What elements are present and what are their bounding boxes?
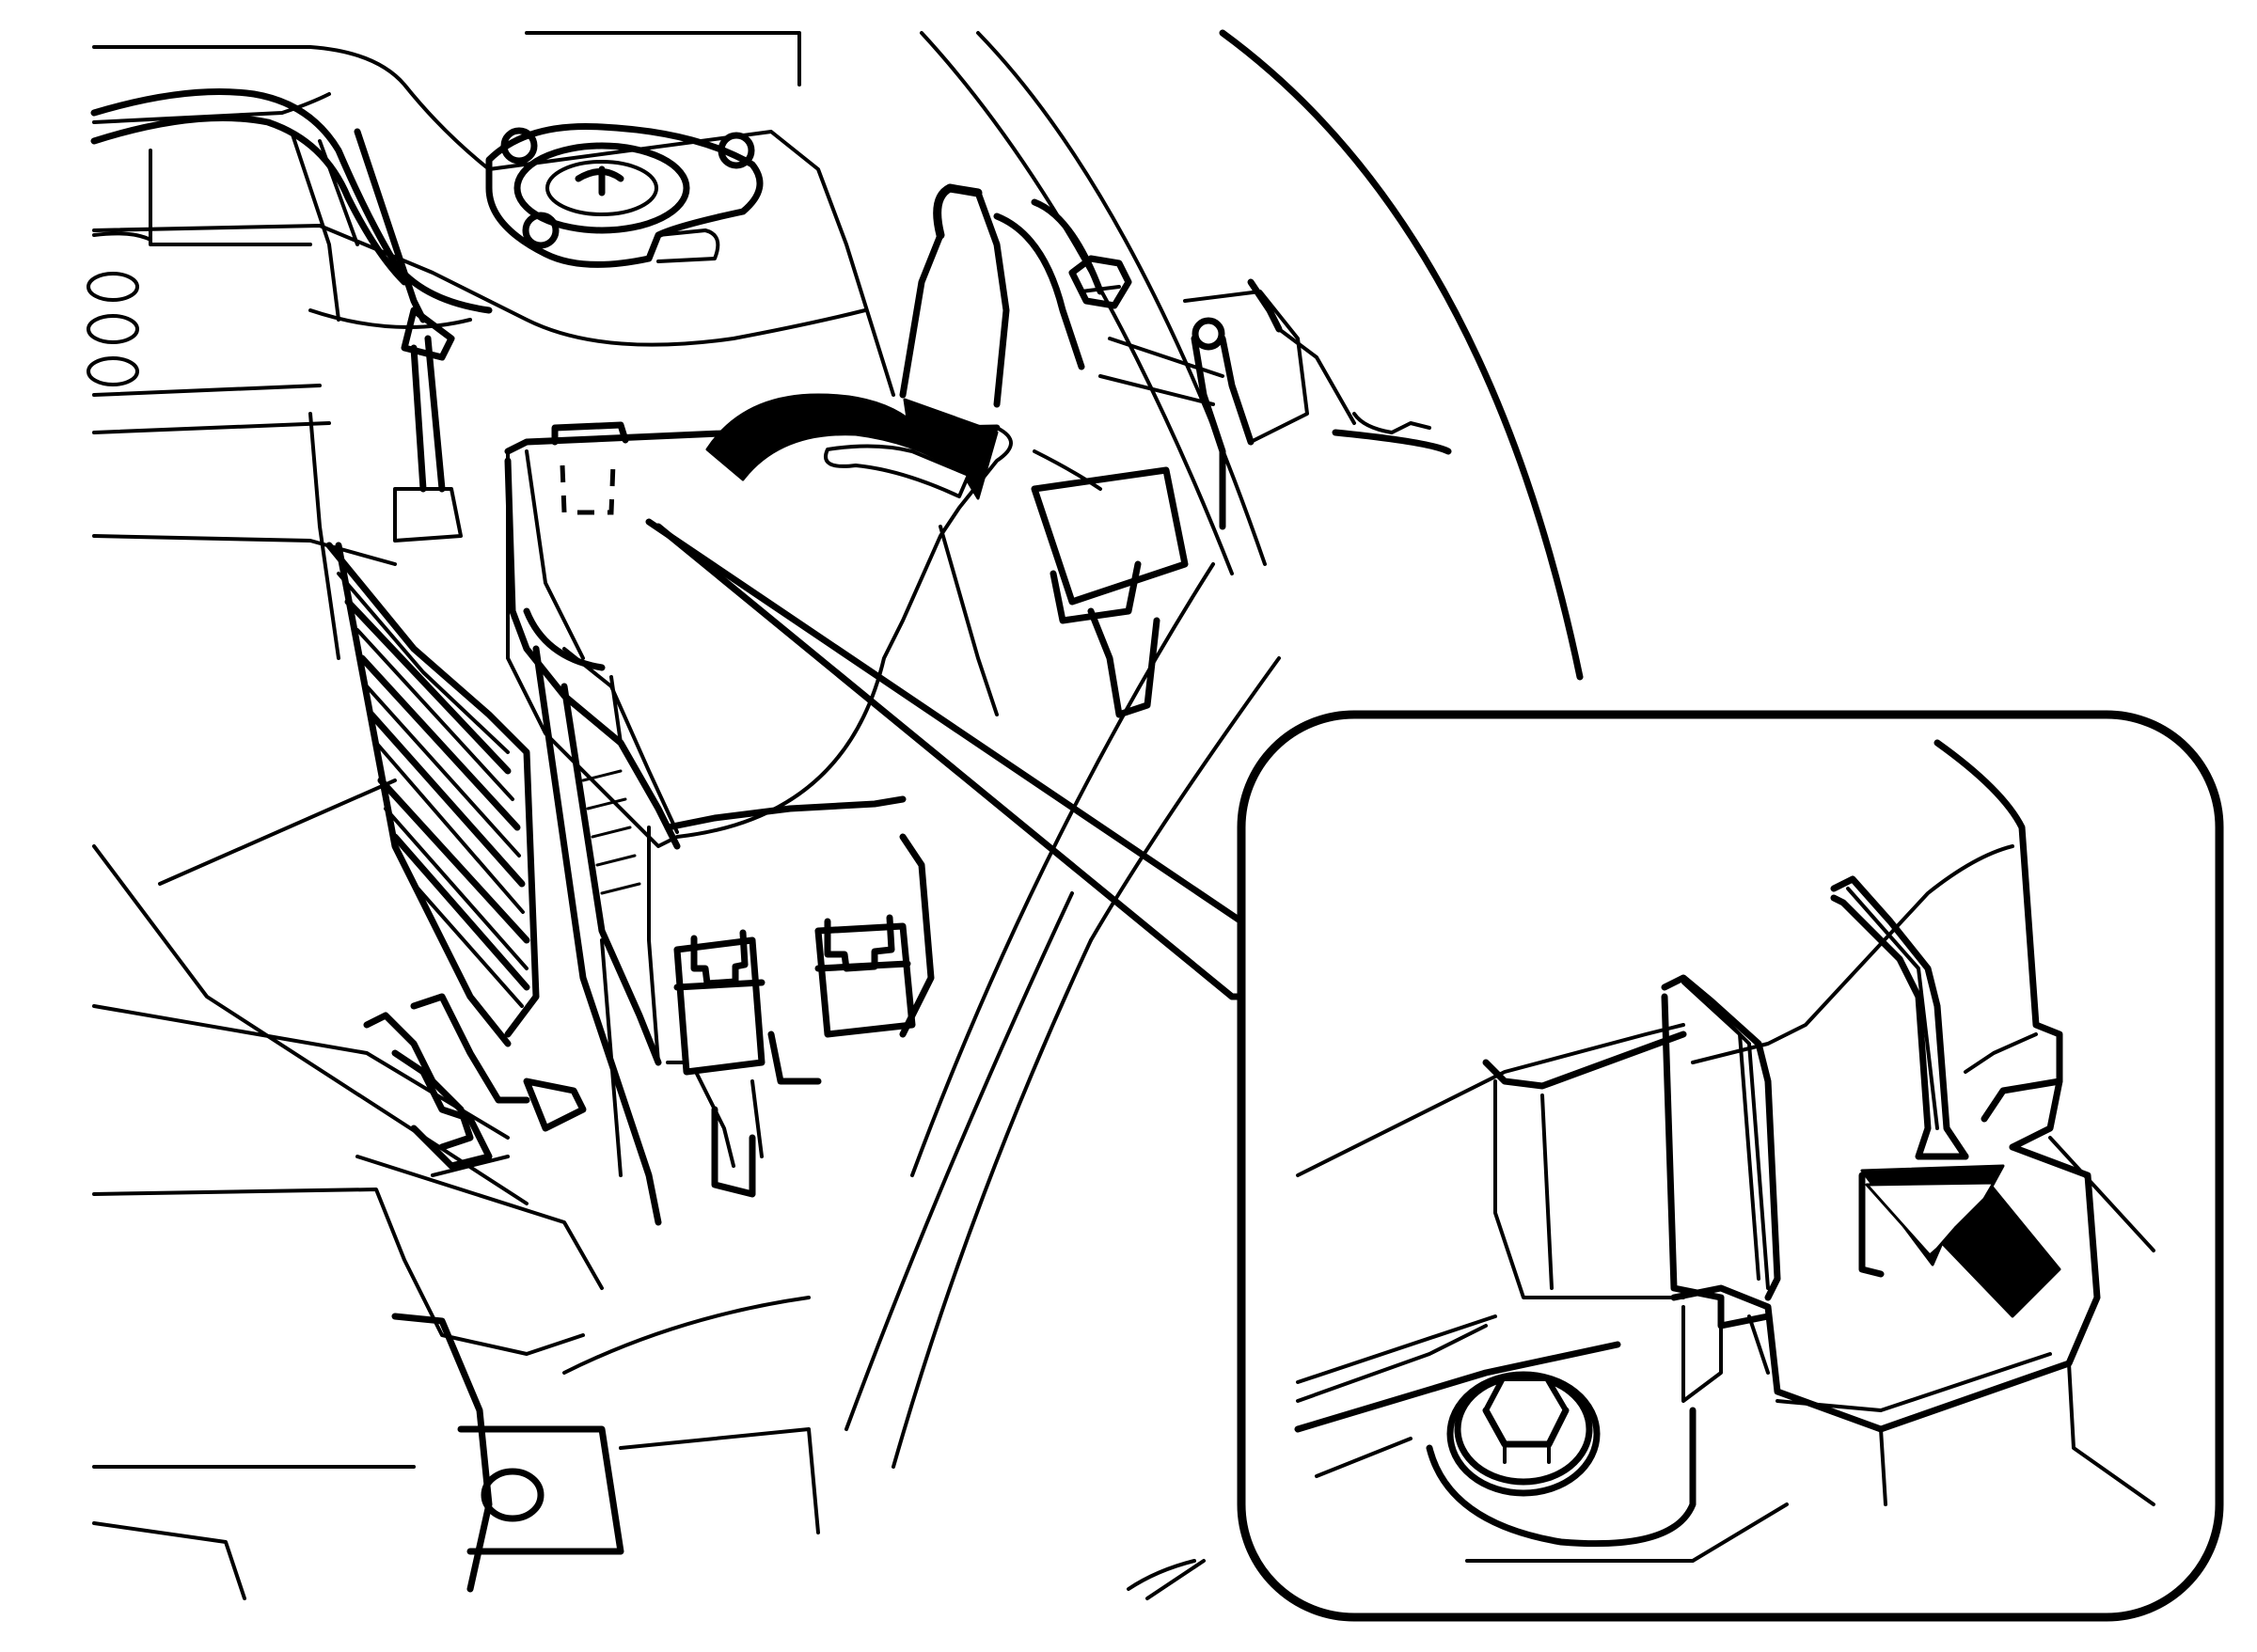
strut-tower xyxy=(92,31,895,397)
fuse-box xyxy=(504,421,1013,1226)
vent-slats xyxy=(325,542,540,1047)
fender-arcs xyxy=(844,29,1584,1600)
curved-arrow xyxy=(705,393,999,500)
detail-inset xyxy=(1237,710,2224,1622)
mounting-bracket xyxy=(363,993,587,1177)
wiring-harness xyxy=(90,88,493,543)
cable-and-connector xyxy=(899,183,1189,718)
relays xyxy=(673,833,935,1198)
